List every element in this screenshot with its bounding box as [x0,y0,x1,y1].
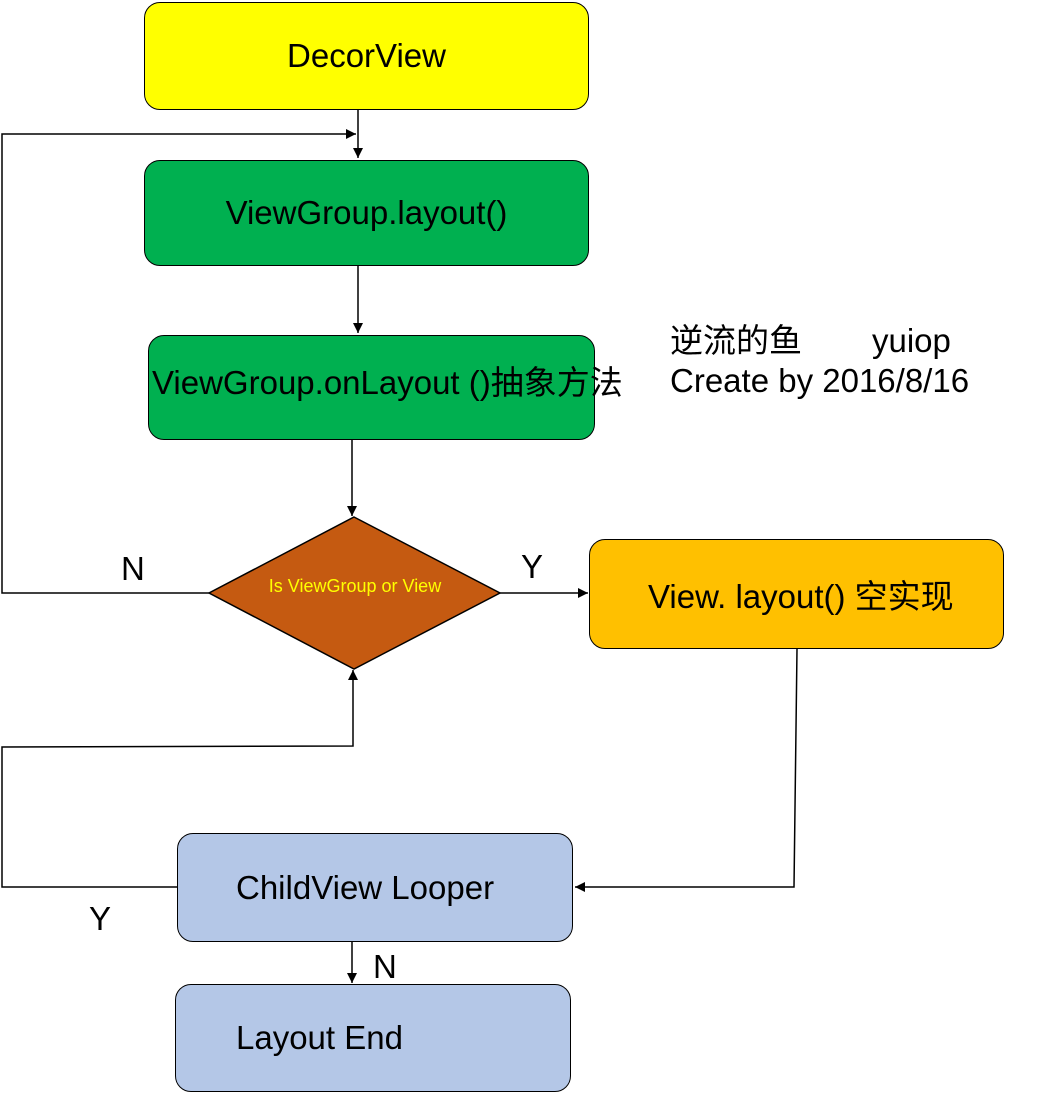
author-name-en: yuiop [872,322,951,359]
edge-decision-no-loop [1,129,356,594]
decorview-node: DecorView [144,2,589,110]
decision-no-label: N [121,550,145,587]
viewgroup-layout-label: ViewGroup.layout() [225,194,508,231]
looper-yes-label: Y [89,900,112,937]
decision-yes-label: Y [521,548,544,585]
edge-looper-yes-loop [1,670,358,888]
view-layout-node: View. layout() 空实现 [589,539,1004,649]
viewgroup-layout-node: ViewGroup.layout() [144,160,589,266]
decorview-label: DecorView [287,37,446,74]
layout-end-node: Layout End [175,984,571,1092]
looper-no-label: N [373,948,397,985]
decision-label: Is ViewGroup or View [268,576,442,596]
decision-diamond [207,516,502,670]
childview-looper-node: ChildView Looper [177,833,573,942]
created-date: Create by 2016/8/16 [670,362,970,399]
view-layout-label: View. layout() 空实现 [648,578,954,615]
layout-end-label: Layout End [236,1019,403,1056]
author-line: 逆流的鱼 yuiop [670,314,951,362]
edge-view-to-looper [575,648,798,892]
viewgroup-onlayout-node: ViewGroup.onLayout ()抽象方法 [148,335,623,440]
viewgroup-onlayout-label: ViewGroup.onLayout ()抽象方法 [152,364,623,401]
childview-looper-label: ChildView Looper [236,868,495,906]
author-name-cn: 逆流的鱼 [670,322,802,359]
